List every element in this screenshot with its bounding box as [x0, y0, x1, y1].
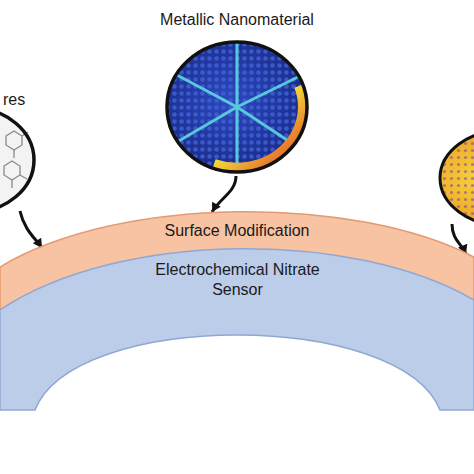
connector-arrow — [212, 176, 236, 212]
sensor-band: Electrochemical Nitrate Sensor — [0, 240, 474, 420]
node-label: Electrochemical Nitrate Sensor — [145, 260, 330, 300]
nanoparticle-circle — [440, 130, 474, 226]
node-label: Metallic Nanomaterial — [150, 10, 324, 30]
arrow-head — [212, 202, 221, 212]
particle-dots — [440, 130, 474, 226]
structure-circle: res — [0, 86, 50, 214]
connector-arrow — [20, 211, 42, 248]
node-label: Surface Modification — [137, 221, 337, 241]
circle-border — [440, 130, 474, 226]
material-circle: Metallic Nanomaterial — [150, 6, 324, 178]
nanomaterial-illustration — [150, 6, 324, 178]
node-label: res — [3, 90, 49, 110]
